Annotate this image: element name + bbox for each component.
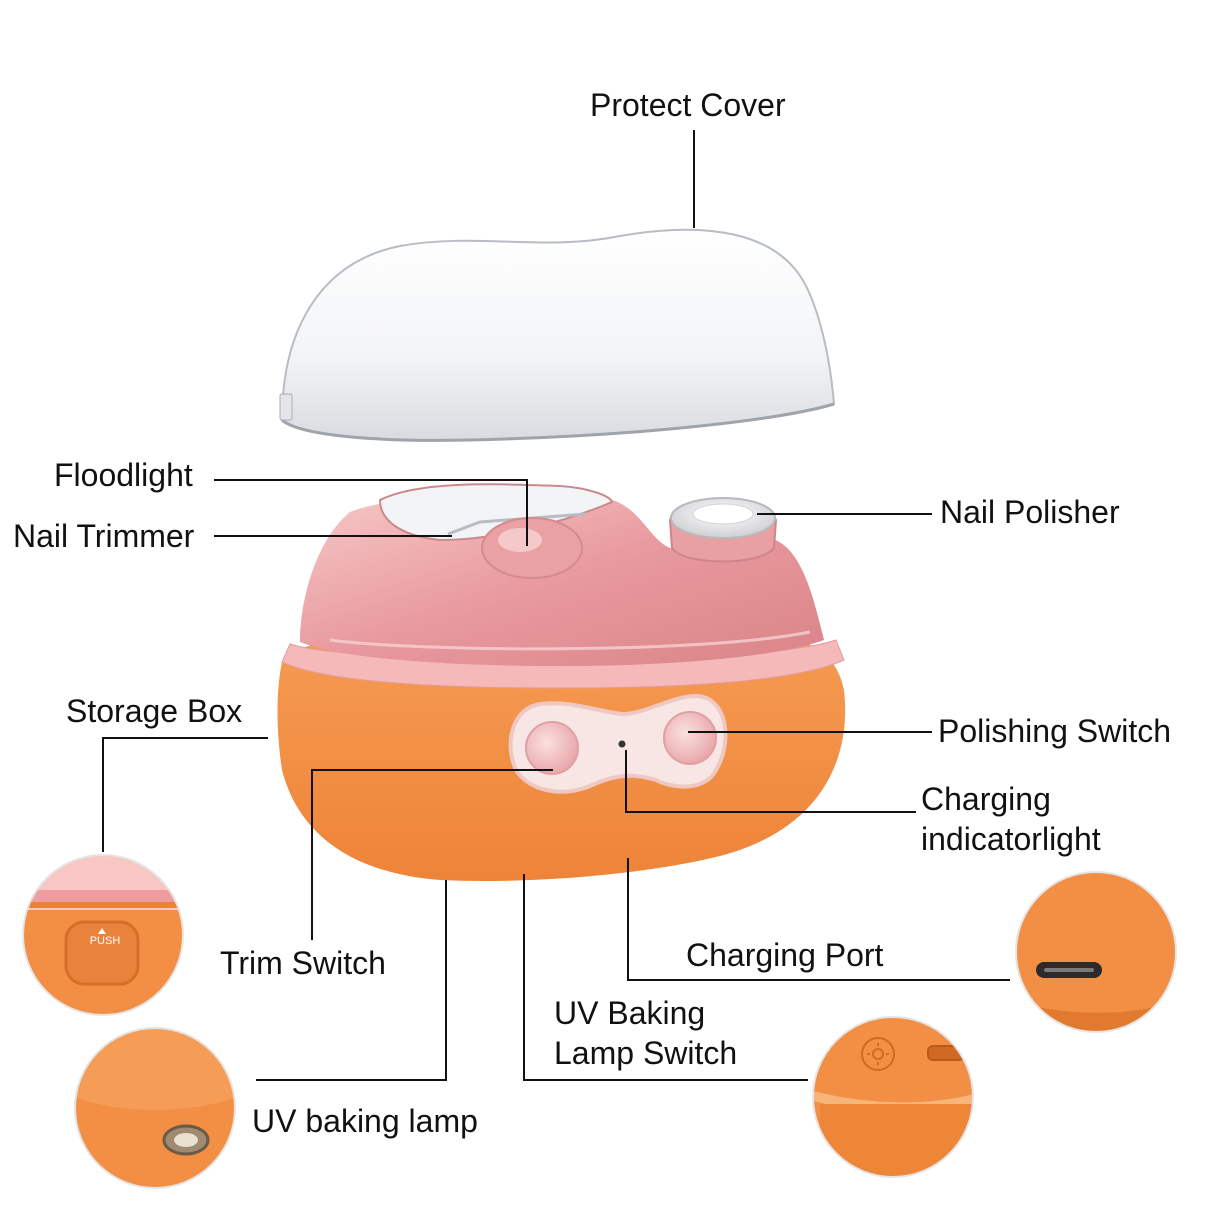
push-label: PUSH bbox=[90, 935, 121, 947]
label-charging-port: Charging Port bbox=[686, 937, 884, 973]
push-button-icon bbox=[64, 920, 140, 986]
label-uv-switch-1: UV Baking bbox=[554, 995, 706, 1031]
label-nail-polisher: Nail Polisher bbox=[940, 494, 1120, 530]
label-floodlight: Floodlight bbox=[54, 457, 193, 493]
trim-switch-button[interactable] bbox=[525, 721, 579, 775]
label-polishing-switch: Polishing Switch bbox=[938, 713, 1171, 749]
uv-lamp-detail bbox=[75, 1028, 235, 1188]
charging-port-detail bbox=[1016, 872, 1176, 1032]
label-trim-switch: Trim Switch bbox=[220, 945, 386, 981]
charging-indicator-light bbox=[618, 740, 626, 748]
label-charging-indicator-2: indicatorlight bbox=[921, 821, 1101, 857]
uv-switch-detail bbox=[813, 1017, 973, 1177]
label-storage-box: Storage Box bbox=[66, 693, 243, 729]
leader-lines bbox=[102, 130, 1010, 1081]
label-uv-lamp: UV baking lamp bbox=[252, 1103, 478, 1139]
label-charging-indicator-1: Charging bbox=[921, 781, 1051, 817]
label-nail-trimmer: Nail Trimmer bbox=[13, 518, 195, 554]
label-uv-switch-2: Lamp Switch bbox=[554, 1035, 738, 1071]
sun-icon bbox=[861, 1037, 895, 1071]
protect-cover bbox=[280, 228, 836, 442]
label-protect-cover: Protect Cover bbox=[590, 87, 786, 123]
polishing-switch-button[interactable] bbox=[663, 711, 717, 765]
storage-box-detail bbox=[23, 855, 183, 1015]
cover-latch bbox=[279, 393, 293, 421]
